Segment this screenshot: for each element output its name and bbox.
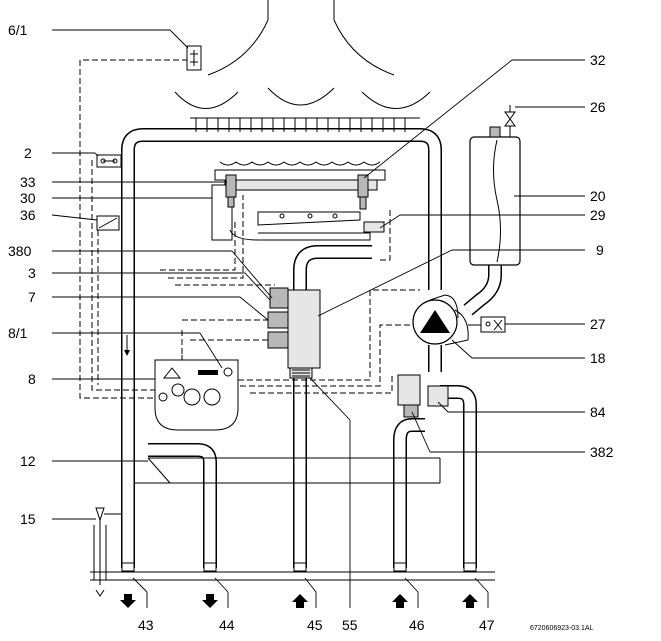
circulating-pump	[412, 294, 469, 346]
filter	[427, 385, 449, 407]
label-32: 32	[590, 52, 606, 68]
flow-temperature-sensor-icon	[96, 215, 120, 231]
diverter-valve	[397, 374, 421, 418]
connection-arrows	[120, 594, 478, 608]
label-26: 26	[590, 99, 606, 115]
control-panel	[154, 359, 239, 431]
label-44: 44	[219, 617, 235, 633]
flue-hood	[174, 0, 431, 109]
label-382: 382	[590, 444, 614, 460]
label-47: 47	[479, 617, 495, 633]
label-36: 36	[20, 207, 36, 223]
label-8-1: 8/1	[8, 325, 28, 341]
bypass-lines	[135, 457, 441, 484]
heat-exchanger	[190, 117, 420, 241]
label-20: 20	[590, 188, 606, 204]
safety-valve-icon	[93, 507, 121, 597]
label-12: 12	[20, 453, 36, 469]
label-2: 2	[24, 145, 32, 161]
inlet-arrow-icon	[462, 594, 478, 608]
label-18: 18	[590, 350, 606, 366]
leader-lines	[51, 29, 585, 608]
label-29: 29	[590, 207, 606, 223]
automatic-air-vent-icon	[468, 316, 506, 333]
label-6-1: 6/1	[8, 22, 28, 38]
label-380: 380	[8, 243, 32, 259]
label-84: 84	[590, 404, 606, 420]
drawing-code: 6720606923-03.1AL	[530, 625, 594, 632]
label-55: 55	[342, 617, 358, 633]
label-43: 43	[138, 617, 154, 633]
outlet-arrow-icon	[120, 594, 136, 608]
ionisation-electrode	[225, 174, 237, 208]
temperature-limiter-icon	[96, 154, 122, 168]
label-3: 3	[28, 265, 36, 281]
control-wiring	[79, 59, 420, 399]
label-7: 7	[28, 289, 36, 305]
label-27: 27	[590, 316, 606, 332]
label-15: 15	[20, 511, 36, 527]
label-9: 9	[596, 242, 604, 258]
expansion-vessel-valve-icon	[504, 105, 516, 137]
outlet-arrow-icon	[202, 594, 218, 608]
callout-labels: 6/1 2 33 30 36 380 3 7 8/1 8 12 15 32 26…	[8, 22, 614, 633]
gas-valve	[267, 287, 321, 379]
label-8: 8	[28, 371, 36, 387]
label-33: 33	[20, 174, 36, 190]
label-45: 45	[307, 617, 323, 633]
inlet-arrow-icon	[292, 594, 308, 608]
expansion-vessel	[469, 126, 521, 266]
flue-gas-sensor-icon	[186, 45, 202, 71]
manometer-arrow-icon	[124, 335, 130, 356]
connection-rail	[90, 562, 495, 581]
label-46: 46	[409, 617, 425, 633]
pipework	[121, 128, 502, 568]
inlet-arrow-icon	[392, 594, 408, 608]
label-30: 30	[20, 190, 36, 206]
ignition-electrode	[357, 174, 369, 210]
